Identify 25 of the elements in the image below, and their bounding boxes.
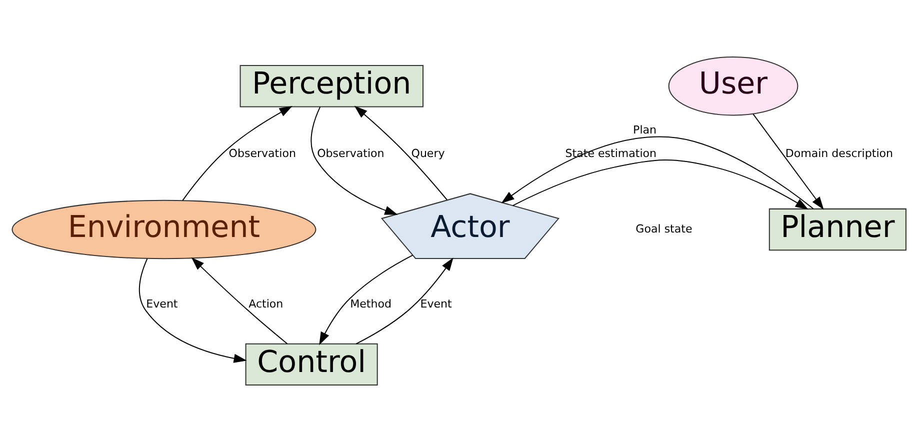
node-box: Control [245,342,378,385]
arrow [356,257,454,344]
arrow [354,105,448,200]
edge-label: Plan [633,123,657,136]
node-ellipse: Environment [12,199,316,259]
arrow [191,256,288,344]
edge-label: Event [146,296,178,310]
arrow [139,258,247,362]
edge-label: Query [411,146,445,160]
node-box: Perception [240,64,424,107]
arrow [512,159,808,210]
arrow [501,136,814,208]
arrow [182,105,292,200]
arrow [310,106,398,214]
edge-label: Observation [228,146,296,160]
edge-label: Event [420,296,452,310]
arrow [752,113,824,210]
edge-label: Action [248,296,284,310]
node-ellipse: User [668,56,798,116]
edge-label: Domain description [785,146,894,160]
arrow [319,254,413,345]
edge-label: Observation [317,146,384,160]
label: Goal state [636,222,692,235]
edge-label: Method [350,296,392,310]
node-box: Planner [768,208,906,250]
